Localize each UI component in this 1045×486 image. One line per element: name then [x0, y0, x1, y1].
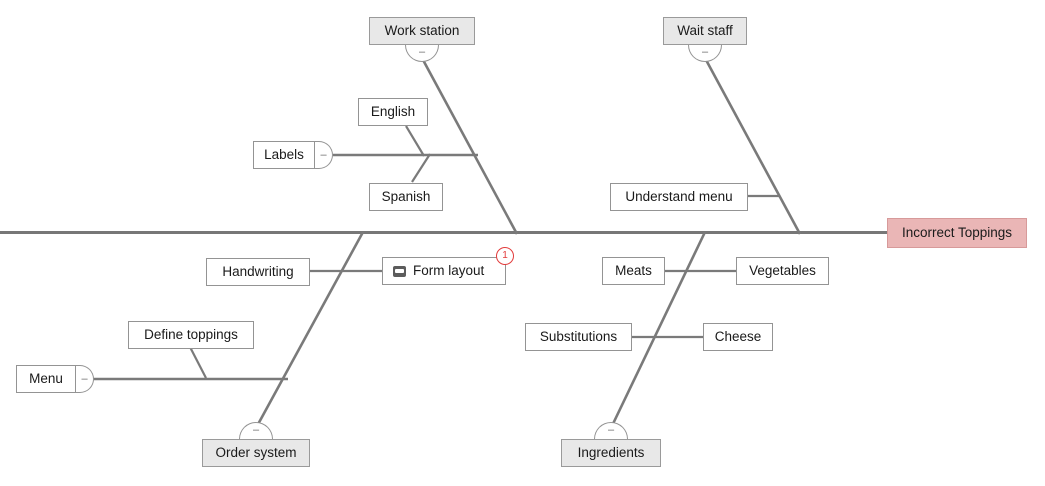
cause-label-english: English	[370, 104, 416, 120]
cause-label-cheese: Cheese	[714, 329, 762, 345]
connector-english	[405, 125, 425, 157]
cause-node-define-toppings[interactable]: Define toppings	[128, 321, 254, 349]
cause-node-spanish[interactable]: Spanish	[369, 183, 443, 211]
cause-node-understand-menu[interactable]: Understand menu	[610, 183, 748, 211]
effect-node-incorrect-toppings[interactable]: Incorrect Toppings	[887, 218, 1027, 248]
cause-node-form-layout[interactable]: Form layout	[382, 257, 506, 285]
effect-label: Incorrect Toppings	[901, 225, 1013, 241]
cause-node-labels[interactable]: Labels	[253, 141, 315, 169]
cause-label-meats: Meats	[615, 263, 652, 279]
category-label-ingredients: Ingredients	[577, 445, 645, 461]
category-label-order-system: Order system	[215, 445, 297, 461]
collapse-toggle-work-station[interactable]: –	[405, 45, 439, 62]
category-label-wait-staff: Wait staff	[677, 23, 733, 39]
category-node-order-system[interactable]: Order system	[202, 439, 310, 467]
cause-node-substitutions[interactable]: Substitutions	[525, 323, 632, 351]
collapse-toggle-order-system[interactable]: –	[239, 422, 273, 439]
comment-count-badge[interactable]: 1	[496, 247, 514, 265]
category-node-ingredients[interactable]: Ingredients	[561, 439, 661, 467]
connector-define-toppings	[189, 346, 207, 379]
category-label-work-station: Work station	[384, 23, 460, 39]
cause-label-labels: Labels	[264, 147, 304, 163]
cause-label-substitutions: Substitutions	[539, 329, 618, 345]
cause-label-form-layout: Form layout	[413, 263, 485, 279]
collapse-toggle-labels[interactable]: –	[315, 141, 333, 169]
collapse-toggle-ingredients[interactable]: –	[594, 422, 628, 439]
category-node-work-station[interactable]: Work station	[369, 17, 475, 45]
cause-node-vegetables[interactable]: Vegetables	[736, 257, 829, 285]
cause-label-handwriting: Handwriting	[222, 264, 294, 280]
cause-node-handwriting[interactable]: Handwriting	[206, 258, 310, 286]
comment-count-value: 1	[502, 250, 508, 261]
connector-spanish	[411, 153, 431, 183]
category-node-wait-staff[interactable]: Wait staff	[663, 17, 747, 45]
cause-node-cheese[interactable]: Cheese	[703, 323, 773, 351]
cause-node-english[interactable]: English	[358, 98, 428, 126]
cause-label-vegetables: Vegetables	[749, 263, 816, 279]
cause-label-understand-menu: Understand menu	[625, 189, 733, 205]
cause-node-menu[interactable]: Menu	[16, 365, 76, 393]
cause-label-spanish: Spanish	[381, 189, 431, 205]
cause-label-define-toppings: Define toppings	[144, 327, 238, 343]
collapse-toggle-menu[interactable]: –	[76, 365, 94, 393]
cause-node-meats[interactable]: Meats	[602, 257, 665, 285]
cause-label-menu: Menu	[29, 371, 63, 387]
collapse-toggle-wait-staff[interactable]: –	[688, 45, 722, 62]
note-icon	[393, 265, 406, 277]
